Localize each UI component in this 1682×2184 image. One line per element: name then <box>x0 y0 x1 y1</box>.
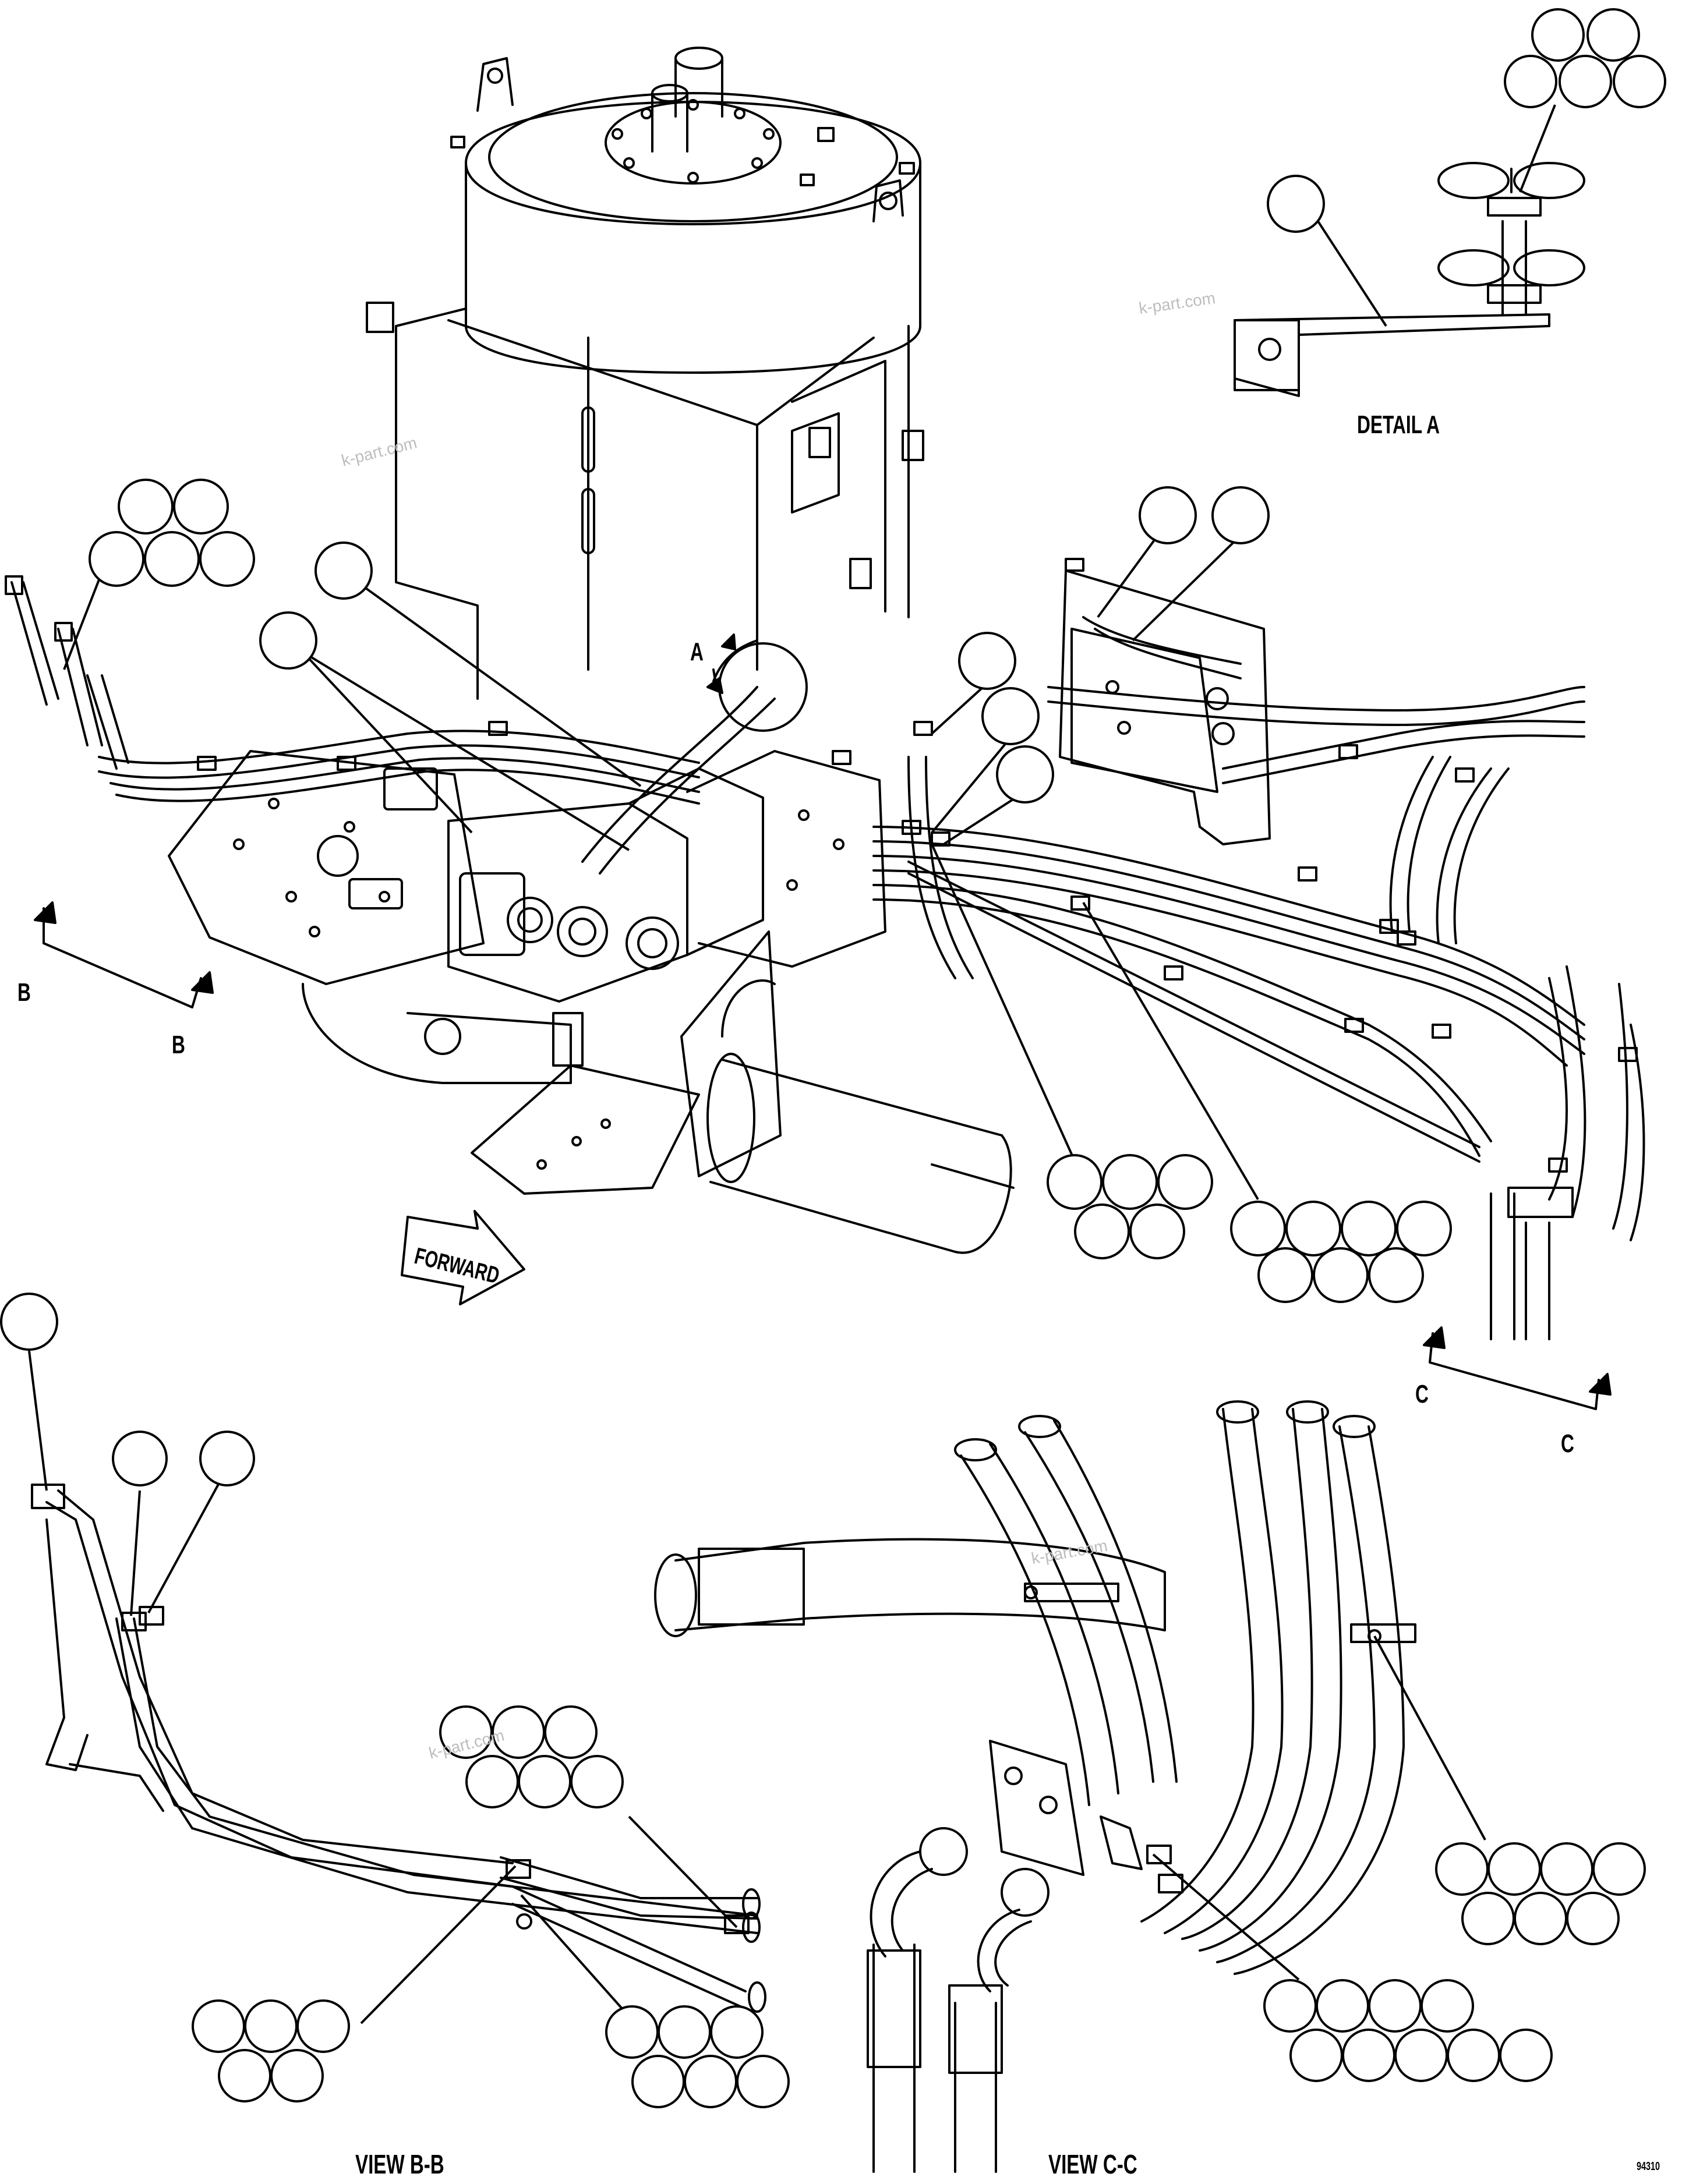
callout-balloon <box>1074 1203 1130 1259</box>
callout-balloon <box>631 2055 685 2108</box>
callout-balloon <box>315 541 373 600</box>
callout-balloon <box>1341 1201 1397 1256</box>
view-cc-title: VIEW C-C <box>1048 2149 1137 2179</box>
section-c-label-left: C <box>1415 1380 1429 1408</box>
callout-balloon <box>1613 55 1666 108</box>
callout-balloon <box>173 479 229 535</box>
callout-balloon <box>570 1755 624 1808</box>
callout-balloon <box>1540 1842 1593 1896</box>
callout-balloon <box>1592 1842 1646 1896</box>
callout-balloon <box>218 2049 271 2102</box>
callout-balloon <box>1157 1154 1213 1210</box>
callout-balloon <box>1257 1247 1313 1303</box>
callout-balloon <box>118 479 174 535</box>
callout-balloons <box>0 8 1666 2108</box>
callout-balloon <box>996 745 1054 803</box>
section-b-label-left: B <box>17 978 31 1007</box>
callout-balloon <box>1267 175 1325 233</box>
callout-balloon <box>1435 1842 1489 1896</box>
pump-motor-assembly <box>168 750 1015 1305</box>
callout-balloon <box>1461 1892 1515 1945</box>
callout-balloon <box>1313 1247 1369 1303</box>
callout-balloon <box>259 611 317 670</box>
callout-balloon <box>465 1755 519 1808</box>
forward-arrow <box>401 1210 525 1305</box>
callout-balloon <box>1368 1247 1424 1303</box>
section-c-label-right: C <box>1561 1429 1574 1458</box>
callout-balloon <box>1047 1154 1103 1210</box>
callout-balloon <box>1504 55 1557 108</box>
drawing-number: 94310 <box>1637 2160 1660 2173</box>
callout-balloon <box>1499 2029 1553 2082</box>
callout-balloon <box>958 632 1016 690</box>
callout-balloon <box>1316 1979 1369 2033</box>
callout-balloon <box>605 2005 659 2059</box>
callout-balloon <box>1394 2029 1448 2082</box>
section-a-label: A <box>690 638 704 666</box>
callout-balloon <box>199 1431 255 1486</box>
view-bb-drawing <box>31 1484 766 2013</box>
callout-balloon <box>1514 1892 1567 1945</box>
callout-balloon <box>0 1293 58 1351</box>
callout-balloon <box>544 1705 598 1759</box>
detail-a-title: DETAIL A <box>1357 410 1440 439</box>
view-bb-title: VIEW B-B <box>355 2149 444 2179</box>
callout-balloon <box>1368 1979 1422 2033</box>
callout-balloon <box>1129 1203 1185 1259</box>
callout-balloon <box>518 1755 571 1808</box>
callout-balloon <box>296 1999 350 2053</box>
callout-balloon <box>981 687 1040 745</box>
section-b-label-right: B <box>172 1031 185 1059</box>
callout-balloon <box>1396 1201 1452 1256</box>
callout-balloon <box>1559 55 1612 108</box>
callout-balloon <box>1139 486 1197 544</box>
callout-balloon <box>89 531 144 587</box>
callout-balloon <box>658 2005 711 2059</box>
callout-balloon <box>1531 8 1585 62</box>
callout-balloon <box>244 1999 298 2053</box>
callout-balloon <box>1487 1842 1541 1896</box>
callout-balloon <box>1566 1892 1620 1945</box>
callout-balloon <box>199 531 255 587</box>
callout-balloon <box>192 1999 245 2053</box>
callout-balloon <box>270 2049 324 2102</box>
callout-balloon <box>144 531 200 587</box>
callout-balloon <box>736 2055 790 2108</box>
leader-lines <box>28 104 1556 2027</box>
callout-balloon <box>1289 2029 1343 2082</box>
section-c-marker <box>1429 1332 1600 1410</box>
callout-balloon <box>710 2005 764 2059</box>
callout-balloon <box>1211 486 1270 544</box>
callout-balloon <box>1420 1979 1474 2033</box>
callout-balloon <box>1263 1979 1317 2033</box>
callout-balloon <box>1342 2029 1395 2082</box>
callout-balloon <box>1230 1201 1286 1256</box>
detail-a-bracket <box>1234 162 1585 397</box>
callout-balloon <box>1285 1201 1341 1256</box>
callout-balloon <box>1102 1154 1158 1210</box>
section-b-marker <box>43 907 202 1008</box>
callout-balloon <box>684 2055 737 2108</box>
callout-balloon <box>112 1431 168 1486</box>
callout-balloon <box>1447 2029 1500 2082</box>
callout-balloon <box>1586 8 1640 62</box>
reservoir-tank <box>366 47 924 700</box>
hose-routing-main <box>5 558 1645 1410</box>
